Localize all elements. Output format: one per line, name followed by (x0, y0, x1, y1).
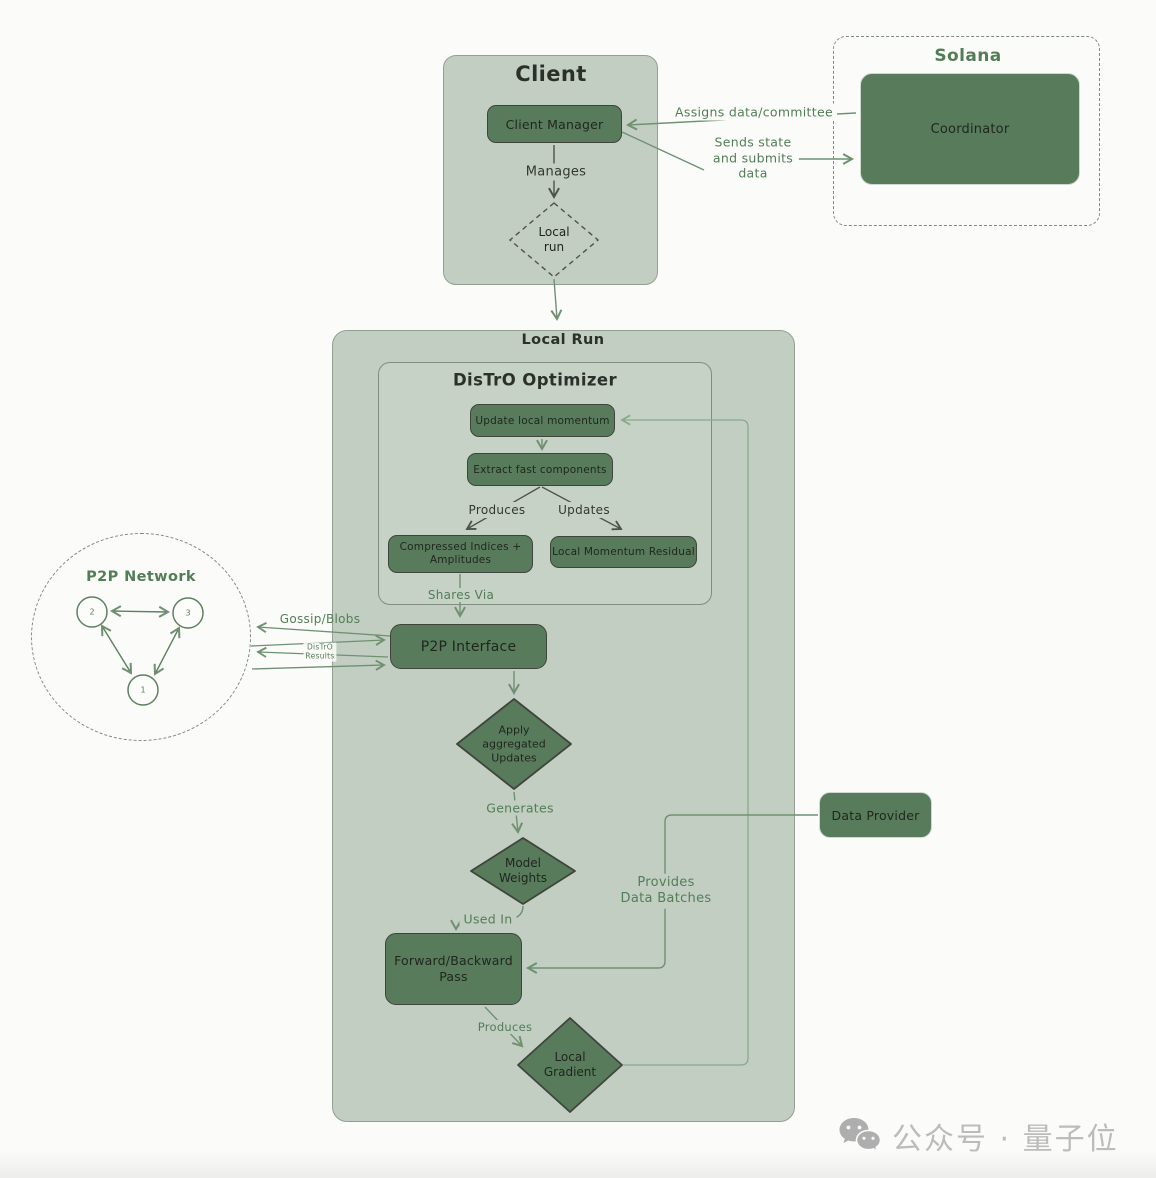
manages-label: Manages (520, 163, 592, 181)
bottom-fade (0, 1150, 1156, 1178)
arrow-sends-a (621, 131, 705, 171)
shares-via-label: Shares Via (423, 588, 499, 602)
momentum-residual-label: Local Momentum Residual (552, 546, 695, 558)
produces-label: Produces (464, 502, 530, 518)
p2p-network-title: P2P Network (86, 569, 196, 585)
extract-components-label: Extract fast components (473, 463, 607, 476)
generates-label: Generates (482, 800, 558, 816)
update-momentum-node: Update local momentum (470, 404, 615, 437)
p2p-node-2-label: 2 (89, 607, 95, 617)
used-in-label: Used In (459, 911, 517, 927)
extract-components-node: Extract fast components (467, 453, 613, 486)
p2p-node-3-label: 3 (185, 608, 191, 618)
client-title: Client (515, 62, 587, 86)
coordinator-label: Coordinator (930, 121, 1010, 137)
client-manager-label: Client Manager (505, 116, 604, 132)
p2p-interface-label: P2P Interface (420, 638, 517, 655)
data-provider-node: Data Provider (819, 792, 932, 838)
arrow-p2p-in-2 (251, 659, 386, 671)
local-gradient-diamond-shape (517, 1017, 623, 1113)
solana-container (833, 36, 1100, 226)
compressed-indices-node: Compressed Indices + Amplitudes (388, 535, 533, 573)
arrow-gossip-blobs (256, 622, 391, 637)
assigns-label: Assigns data/committee (671, 103, 837, 121)
sends-label: Sends state and submits data (706, 133, 800, 183)
compressed-indices-label: Compressed Indices + Amplitudes (399, 540, 522, 566)
arrow-node3-node1 (153, 626, 181, 676)
p2p-node-1-circle (127, 674, 159, 706)
client-manager-node: Client Manager (487, 105, 622, 143)
p2p-node-3-circle (172, 597, 204, 629)
fb-pass-node: Forward/Backward Pass (385, 933, 522, 1005)
distro-optimizer-title: DisTrO Optimizer (452, 370, 618, 390)
update-momentum-label: Update local momentum (475, 414, 610, 427)
model-weights-diamond-shape (470, 837, 576, 905)
p2p-network-circle (31, 533, 251, 741)
data-provider-label: Data Provider (831, 807, 920, 823)
p2p-interface-node: P2P Interface (390, 624, 547, 669)
apply-updates-label: Apply aggregated Updates (482, 723, 546, 764)
coordinator-node: Coordinator (860, 73, 1080, 185)
gossip-blobs-label: Gossip/Blobs (279, 612, 361, 626)
arrow-to-local-run (550, 278, 563, 322)
solana-title: Solana (934, 46, 1002, 66)
momentum-residual-node: Local Momentum Residual (550, 536, 697, 568)
local-run-diamond-label: Local run (538, 225, 570, 254)
apply-updates-diamond-shape (456, 698, 572, 790)
updates-label: Updates (554, 502, 614, 518)
provides-batches-label: Provides Data Batches (615, 873, 717, 909)
arrow-gradient-feedback (620, 414, 749, 1066)
fb-pass-label: Forward/Backward Pass (394, 953, 513, 984)
arrow-node2-node3 (109, 605, 171, 618)
local-run-title: Local Run (521, 332, 605, 348)
model-weights-label: Model Weights (498, 856, 548, 885)
produces-gradient-label: Produces (474, 1020, 536, 1034)
local-run-diamond-shape (508, 202, 600, 278)
arrow-node2-node1 (100, 624, 133, 675)
distro-results-label: DisTrO Results (303, 642, 337, 662)
local-gradient-label: Local Gradient (543, 1050, 597, 1079)
wechat-icon (839, 1118, 882, 1153)
p2p-node-2-circle (76, 596, 108, 628)
p2p-node-1-label: 1 (140, 685, 146, 695)
